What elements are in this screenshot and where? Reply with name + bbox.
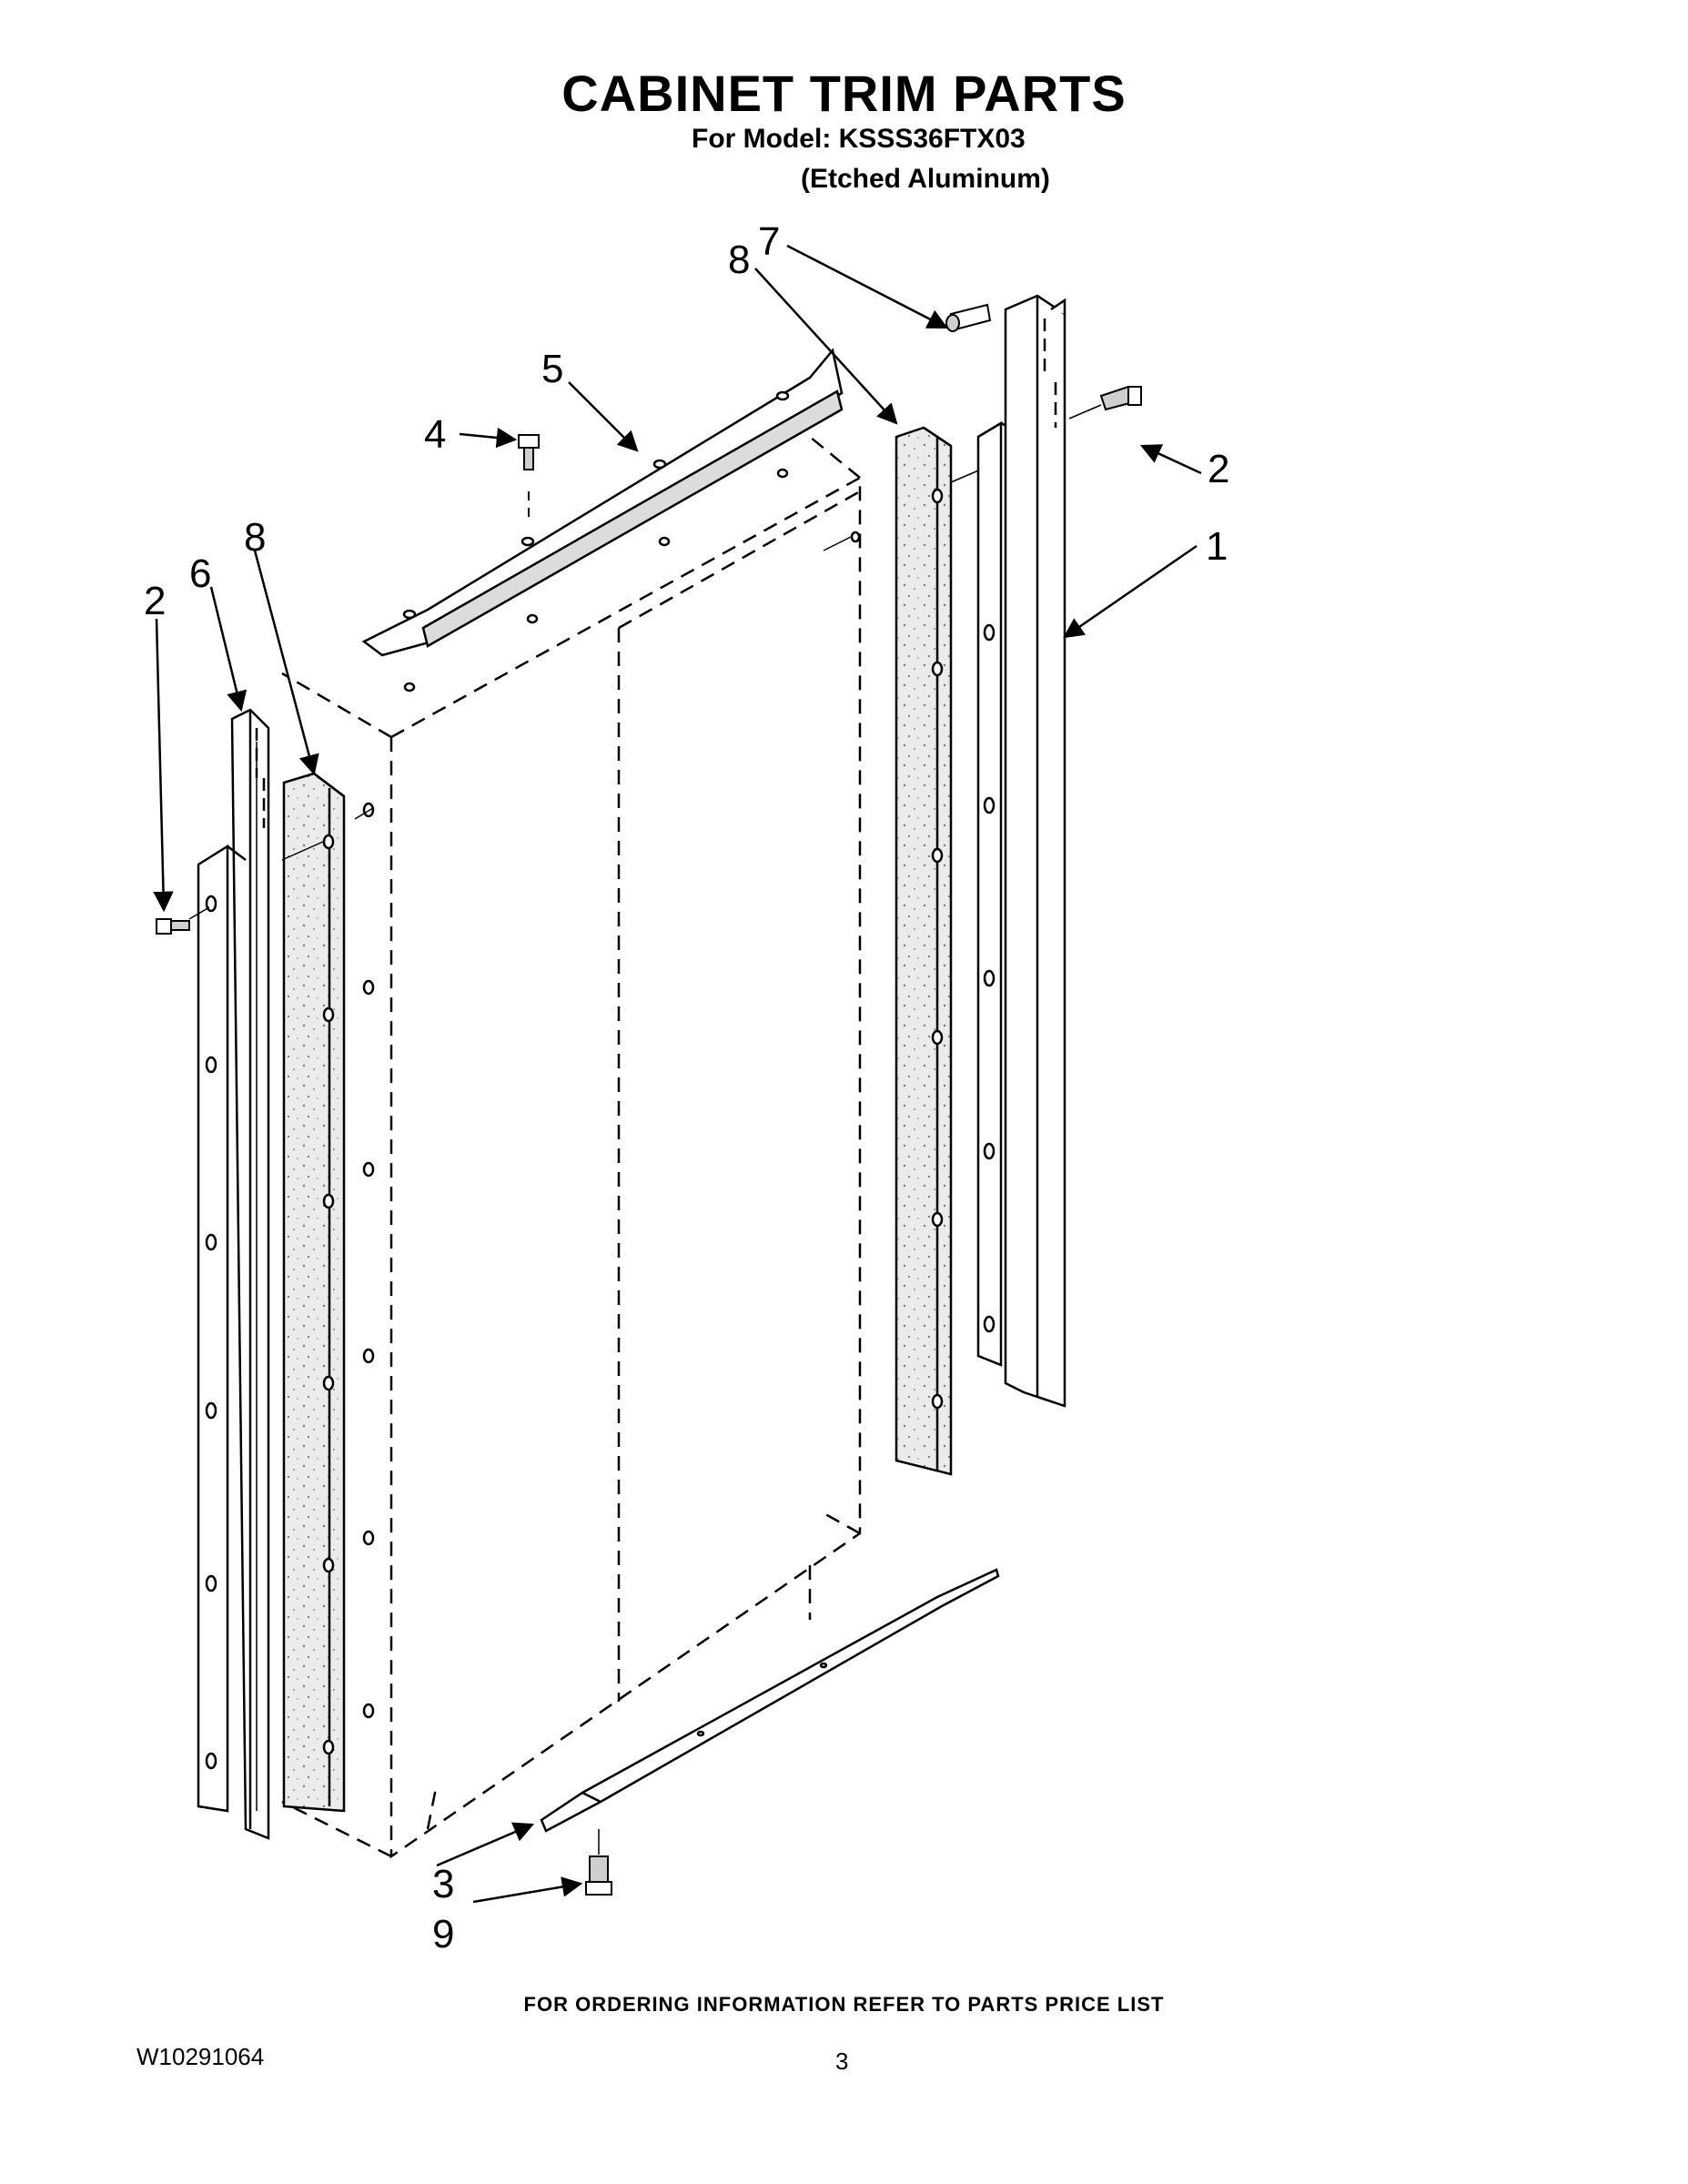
model-line: For Model: KSSS36FTX03 <box>692 124 1026 154</box>
callout-8-left: 8 <box>244 515 266 560</box>
leader-lines <box>153 244 1202 1904</box>
callout-2-left: 2 <box>144 579 166 623</box>
page-title: CABINET TRIM PARTS <box>561 65 1127 122</box>
part-4-screw <box>518 434 540 523</box>
ordering-note: FOR ORDERING INFORMATION REFER TO PARTS … <box>523 1993 1165 2016</box>
callout-5: 5 <box>541 347 563 391</box>
part-1-right-trim <box>976 294 1066 1408</box>
cabinet-outline <box>281 436 862 1859</box>
callout-3: 3 <box>432 1862 454 1906</box>
finish-line: (Etched Aluminum) <box>801 164 1050 194</box>
part-8-right-foam-strip <box>823 426 984 1476</box>
callout-2-right: 2 <box>1208 447 1229 491</box>
part-8-left-foam-strip <box>281 772 375 1813</box>
callout-9: 9 <box>432 1912 454 1956</box>
part-5-top-trim <box>361 348 844 693</box>
callout-1: 1 <box>1206 524 1228 569</box>
doc-number: W10291064 <box>136 2043 265 2070</box>
callout-7: 7 <box>758 219 780 264</box>
part-3-bottom-trim <box>540 1568 1000 1833</box>
part-6-left-trim <box>197 708 270 1840</box>
part-2-left-screw <box>156 906 210 935</box>
part-9-screw <box>585 1829 612 1896</box>
callout-8-right: 8 <box>728 238 750 282</box>
part-7-pin <box>945 303 992 332</box>
callout-4: 4 <box>424 412 446 457</box>
page-number: 3 <box>835 2048 849 2075</box>
callout-6: 6 <box>189 551 211 596</box>
part-2-right-screw <box>1068 385 1142 420</box>
